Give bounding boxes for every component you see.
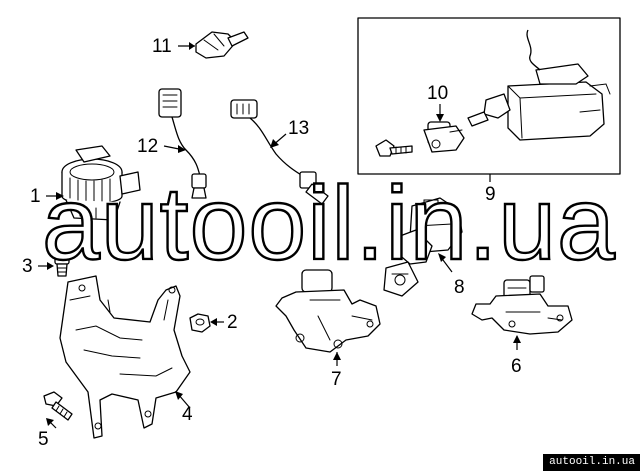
callout-4: 4 — [182, 404, 193, 425]
part-11-clip — [195, 31, 249, 59]
part-6-solenoid — [471, 275, 573, 335]
arrow-8 — [438, 253, 446, 262]
callout-11: 11 — [152, 36, 172, 57]
part-3-fitting — [54, 253, 70, 277]
callout-9: 9 — [485, 184, 496, 205]
part-10-vsv — [423, 121, 465, 153]
callout-5: 5 — [38, 429, 49, 450]
arrow-2 — [210, 318, 217, 326]
callout-10: 10 — [427, 83, 449, 104]
arrow-11 — [189, 42, 195, 50]
part-9-canister — [467, 29, 611, 141]
part-2-nut — [189, 313, 211, 333]
arrow-6 — [513, 335, 521, 343]
part-12-sensor — [158, 88, 207, 199]
part-5-bolt — [43, 391, 73, 421]
callout-2: 2 — [227, 312, 238, 333]
watermark-text: autooil.in.ua — [41, 166, 616, 282]
callout-13: 13 — [288, 118, 310, 139]
arrow-3 — [47, 262, 54, 270]
callout-12: 12 — [137, 136, 159, 157]
arrow-7 — [333, 352, 341, 360]
callout-3: 3 — [22, 256, 33, 277]
part-7-valve — [275, 269, 381, 353]
callout-7: 7 — [331, 369, 342, 390]
callout-8: 8 — [454, 277, 465, 298]
part-8-valve — [383, 197, 463, 297]
arrow-4 — [175, 391, 183, 400]
arrow-10 — [436, 114, 444, 122]
arrow-12 — [178, 145, 186, 153]
callout-6: 6 — [511, 356, 522, 377]
arrow-13 — [270, 139, 279, 148]
part-13-sensor — [230, 99, 329, 205]
part-1-air-pump — [61, 145, 141, 221]
part-4-bracket — [59, 275, 191, 439]
arrow-1 — [56, 192, 64, 200]
box-bolt — [375, 139, 413, 157]
arrow-5 — [46, 418, 54, 426]
callout-1: 1 — [30, 186, 41, 207]
site-badge: autooil.in.ua — [543, 454, 640, 471]
